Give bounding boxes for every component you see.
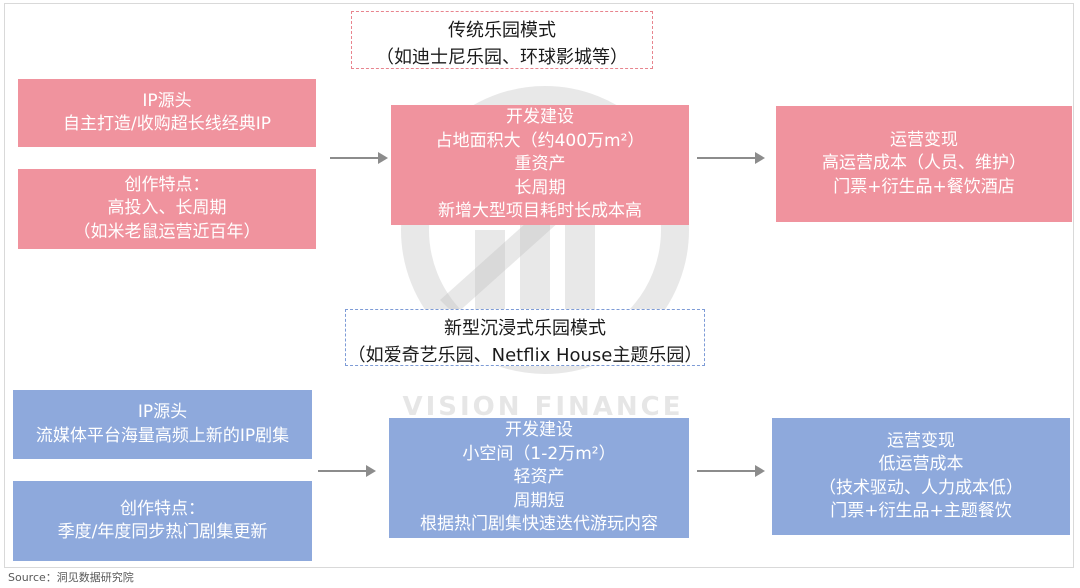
arrow-right-icon [697, 152, 765, 164]
box-line: 新增大型项目耗时长成本高 [438, 201, 642, 222]
box-line: 运营变现 [887, 430, 955, 451]
box-line: 创作特点： [120, 498, 205, 519]
diagram-frame [4, 3, 1074, 568]
box-line: 季度/年度同步热门剧集更新 [57, 522, 268, 542]
box-line: 小空间（1-2万m²） [462, 443, 616, 464]
immersive-operation-box: 运营变现 低运营成本 （技术驱动、人力成本低） 门票+衍生品+主题餐饮 [772, 418, 1070, 535]
title-line: （如爱奇艺乐园、Netflix House主题乐园） [347, 345, 703, 366]
box-line: 高运营成本（人员、维护） [822, 153, 1026, 174]
arrow-right-icon [318, 465, 376, 477]
box-line: （如米老鼠运营近百年） [73, 221, 261, 242]
immersive-model-title: 新型沉浸式乐园模式 （如爱奇艺乐园、Netflix House主题乐园） [345, 309, 705, 366]
immersive-ip-source-box: IP源头 流媒体平台海量高频上新的IP剧集 [13, 390, 312, 459]
box-line: 门票+衍生品+主题餐饮 [830, 501, 1012, 521]
arrow-right-icon [697, 465, 765, 477]
box-line: 占地面积大（约400万m²） [435, 130, 645, 151]
title-line: 传统乐园模式 [448, 20, 556, 41]
box-line: 高投入、长周期 [107, 198, 227, 219]
box-line: （技术驱动、人力成本低） [819, 477, 1023, 498]
box-line: 轻资产 [513, 467, 565, 488]
traditional-creation-box: 创作特点： 高投入、长周期 （如米老鼠运营近百年） [18, 169, 316, 249]
arrow-right-icon [330, 152, 388, 164]
box-line: 流媒体平台海量高频上新的IP剧集 [35, 425, 290, 446]
box-line: IP源头 [137, 402, 188, 422]
box-line: 开发建设 [506, 107, 574, 128]
box-line: 长周期 [514, 177, 566, 198]
box-line: 根据热门剧集快速迭代游玩内容 [420, 514, 658, 535]
box-line: 自主打造/收购超长线经典IP [63, 114, 271, 134]
traditional-operation-box: 运营变现 高运营成本（人员、维护） 门票+衍生品+餐饮酒店 [776, 106, 1072, 222]
source-note: Source：洞见数据研究院 [8, 571, 134, 584]
traditional-development-box: 开发建设 占地面积大（约400万m²） 重资产 长周期 新增大型项目耗时长成本高 [391, 105, 689, 225]
watermark-text: VISION FINANCE [402, 392, 684, 422]
box-line: 重资产 [514, 154, 566, 175]
box-line: 开发建设 [505, 420, 573, 441]
immersive-creation-box: 创作特点： 季度/年度同步热门剧集更新 [13, 481, 312, 561]
box-line: 创作特点： [124, 174, 210, 195]
box-line: 运营变现 [890, 129, 958, 150]
traditional-ip-source-box: IP源头 自主打造/收购超长线经典IP [18, 79, 316, 147]
traditional-model-title: 传统乐园模式 （如迪士尼乐园、环球影城等） [351, 11, 653, 69]
box-line: 低运营成本 [878, 454, 964, 474]
box-line: IP源头 [142, 90, 192, 111]
immersive-development-box: 开发建设 小空间（1-2万m²） 轻资产 周期短 根据热门剧集快速迭代游玩内容 [389, 418, 689, 538]
title-line: 新型沉浸式乐园模式 [444, 318, 606, 339]
box-line: 门票+衍生品+餐饮酒店 [833, 176, 1015, 197]
title-line: （如迪士尼乐园、环球影城等） [376, 47, 628, 68]
box-line: 周期短 [513, 490, 565, 511]
